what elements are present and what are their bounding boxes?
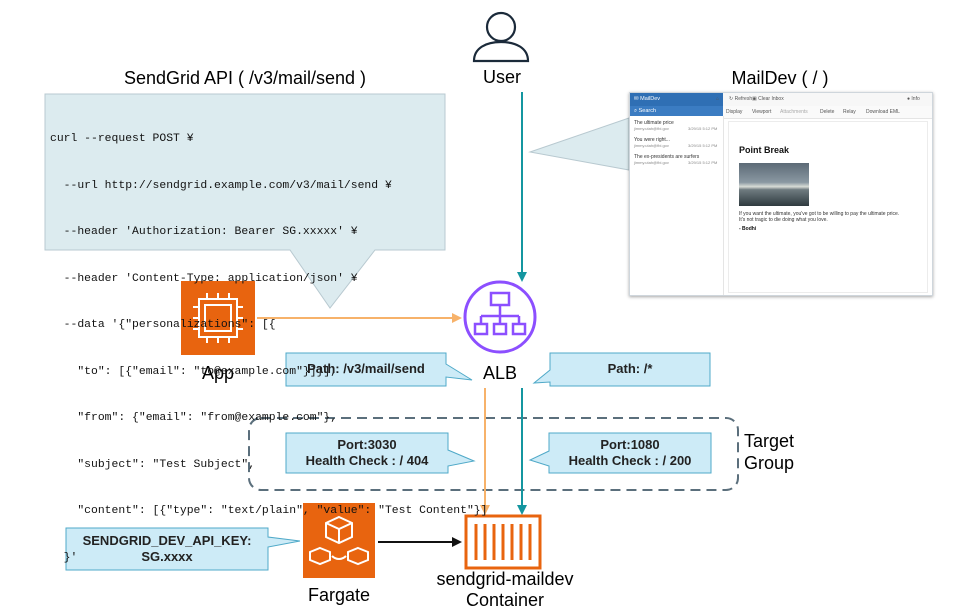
maildev-tool-viewport: Viewport bbox=[752, 109, 772, 115]
code-line: "content": [{"type": "text/plain", "valu… bbox=[50, 505, 488, 517]
port-right-note bbox=[528, 432, 712, 474]
maildev-info-text: Info bbox=[911, 96, 920, 102]
alb-icon bbox=[463, 280, 537, 354]
port-right-line-2: Health Check : / 200 bbox=[568, 453, 692, 468]
user-icon bbox=[472, 11, 530, 63]
maildev-email-image bbox=[739, 163, 809, 206]
maildev-tool-display: Display bbox=[726, 109, 743, 115]
message-time: 3/29/15 5:12 PM bbox=[688, 160, 718, 165]
curl-code-block: curl --request POST ¥ --url http://sendg… bbox=[50, 101, 487, 582]
maildev-screenshot: ✉ MailDev ⌂ ↻ Refresh ▣ Clear Inbox ● In… bbox=[629, 92, 933, 296]
maildev-preview bbox=[728, 121, 928, 293]
message-from: jimmy.utah@fbi.gov bbox=[634, 143, 669, 148]
user-label: User bbox=[482, 67, 521, 87]
maildev-tool-delete: Delete bbox=[820, 109, 835, 115]
maildev-tool-relay: Relay bbox=[843, 109, 856, 115]
env-text: SENDGRID_DEV_API_KEY: SG.xxxx bbox=[66, 533, 268, 565]
maildev-info: ● Info bbox=[907, 96, 920, 102]
target-group-line-1: Target bbox=[744, 431, 795, 451]
port-left-text: Port:3030 Health Check : / 404 bbox=[286, 437, 448, 469]
code-line: curl --request POST ¥ bbox=[50, 133, 194, 145]
sendgrid-api-label: SendGrid API ( /v3/mail/send ) bbox=[123, 68, 367, 88]
path-right-note bbox=[532, 352, 711, 387]
sendgrid-callout bbox=[44, 93, 446, 309]
maildev-label: MailDev ( / ) bbox=[731, 68, 829, 88]
maildev-email-body-1: If you want the ultimate, you've got to … bbox=[739, 211, 900, 217]
maildev-tool-attachments: Attachments bbox=[780, 109, 808, 115]
port-left-note bbox=[285, 432, 476, 474]
fargate-icon bbox=[303, 503, 375, 578]
code-line: --url http://sendgrid.example.com/v3/mai… bbox=[50, 179, 392, 192]
message-subject: You were right... bbox=[634, 137, 670, 143]
container-label: sendgrid-maildev Container bbox=[410, 569, 600, 611]
target-group-line-2: Group bbox=[744, 453, 795, 473]
maildev-email-title: Point Break bbox=[739, 145, 790, 155]
code-line: "to": [{"email": "to@example.com"}]}], bbox=[50, 365, 338, 378]
env-line-1: SENDGRID_DEV_API_KEY: bbox=[82, 533, 252, 548]
maildev-toolbar bbox=[723, 106, 932, 119]
container-type: Container bbox=[465, 590, 545, 610]
app-label: App bbox=[201, 363, 235, 383]
code-line: --header 'Authorization: Bearer SG.xxxxx… bbox=[50, 226, 358, 238]
container-icon bbox=[464, 514, 542, 570]
message-time: 3/29/15 5:12 PM bbox=[688, 143, 718, 148]
message-subject: The ultimate price bbox=[634, 120, 674, 126]
maildev-refresh-text: Refresh bbox=[734, 96, 753, 102]
port-left-line-2: Health Check : / 404 bbox=[305, 453, 429, 468]
message-subject: The ex-presidents are surfers bbox=[634, 154, 700, 160]
maildev-brand: ✉ MailDev bbox=[634, 96, 661, 102]
env-line-2: SG.xxxx bbox=[141, 549, 193, 564]
message-from: jimmy.utah@fbi.gov bbox=[634, 160, 669, 165]
maildev-clear-text: Clear Inbox bbox=[758, 96, 784, 102]
maildev-message-list bbox=[630, 116, 724, 295]
port-right-line-1: Port:1080 bbox=[600, 437, 660, 452]
alb-label: ALB bbox=[482, 363, 518, 383]
path-left-text: Path: /v3/mail/send bbox=[307, 361, 425, 376]
code-line: "from": {"email": "from@example.com"}, bbox=[50, 412, 338, 424]
port-left-line-1: Port:3030 bbox=[337, 437, 397, 452]
maildev-brand-text: MailDev bbox=[640, 96, 661, 102]
code-line: }' bbox=[50, 551, 78, 564]
port-right-text: Port:1080 Health Check : / 200 bbox=[549, 437, 711, 469]
container-name: sendgrid-maildev bbox=[436, 569, 574, 589]
maildev-search-bar bbox=[630, 106, 723, 116]
maildev-clear: ▣ Clear Inbox bbox=[752, 96, 784, 102]
code-line: "subject": "Test Subject", bbox=[50, 458, 256, 471]
maildev-search-text: Search bbox=[638, 108, 657, 114]
maildev-user-icon: ⌂ bbox=[716, 96, 720, 102]
target-group-label: Target Group bbox=[744, 430, 810, 474]
message-time: 3/29/15 5:12 PM bbox=[688, 126, 718, 131]
maildev-email-signature: - Bodhi bbox=[739, 226, 757, 232]
maildev-refresh: ↻ Refresh bbox=[729, 96, 753, 102]
path-right-text: Path: /* bbox=[607, 361, 653, 376]
code-line: --header 'Content-Type: application/json… bbox=[50, 272, 358, 285]
path-left-note bbox=[285, 352, 473, 387]
env-note bbox=[65, 527, 301, 571]
maildev-callout bbox=[528, 117, 630, 171]
target-group-box bbox=[248, 417, 739, 491]
maildev-tool-download: Download EML bbox=[866, 109, 900, 115]
fargate-label: Fargate bbox=[307, 585, 371, 605]
maildev-email-body-2: It's not tragic to die doing what you lo… bbox=[739, 217, 828, 223]
app-ec2-icon bbox=[181, 281, 255, 355]
message-from: jimmy.utah@fbi.gov bbox=[634, 126, 669, 131]
maildev-search: ⌕ Search bbox=[634, 108, 657, 114]
code-line: --data '{"personalizations": [{ bbox=[50, 319, 276, 331]
